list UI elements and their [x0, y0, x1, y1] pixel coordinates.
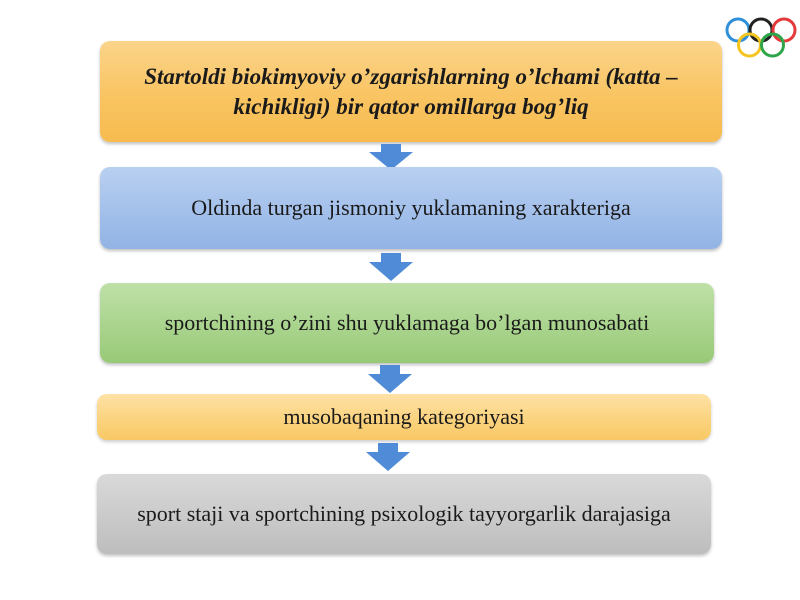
flow-step-2: Oldinda turgan jismoniy yuklamaning xara… [100, 167, 722, 249]
flow-step-1-text: Startoldi biokimyoviy o’zgarishlarning o… [144, 63, 678, 119]
flow-step-2-text: Oldinda turgan jismoniy yuklamaning xara… [191, 194, 631, 220]
flow-step-3: sportchining o’zini shu yuklamaga bo’lga… [100, 283, 714, 363]
down-arrow-icon [369, 253, 413, 281]
flow-step-4-text: musobaqaning kategoriyasi [283, 403, 525, 429]
flow-step-3-text: sportchining o’zini shu yuklamaga bo’lga… [164, 309, 650, 335]
flow-step-5: sport staji va sportchining psixologik t… [97, 474, 711, 554]
down-arrow-icon [369, 144, 413, 170]
olympic-rings-icon [725, 17, 797, 58]
down-arrow-icon [366, 443, 410, 471]
down-arrow-icon [368, 365, 412, 393]
flow-step-5-text: sport staji va sportchining psixologik t… [137, 500, 671, 526]
flow-step-1-title: Startoldi biokimyoviy o’zgarishlarning o… [100, 41, 722, 142]
flow-step-4: musobaqaning kategoriyasi [97, 394, 711, 440]
